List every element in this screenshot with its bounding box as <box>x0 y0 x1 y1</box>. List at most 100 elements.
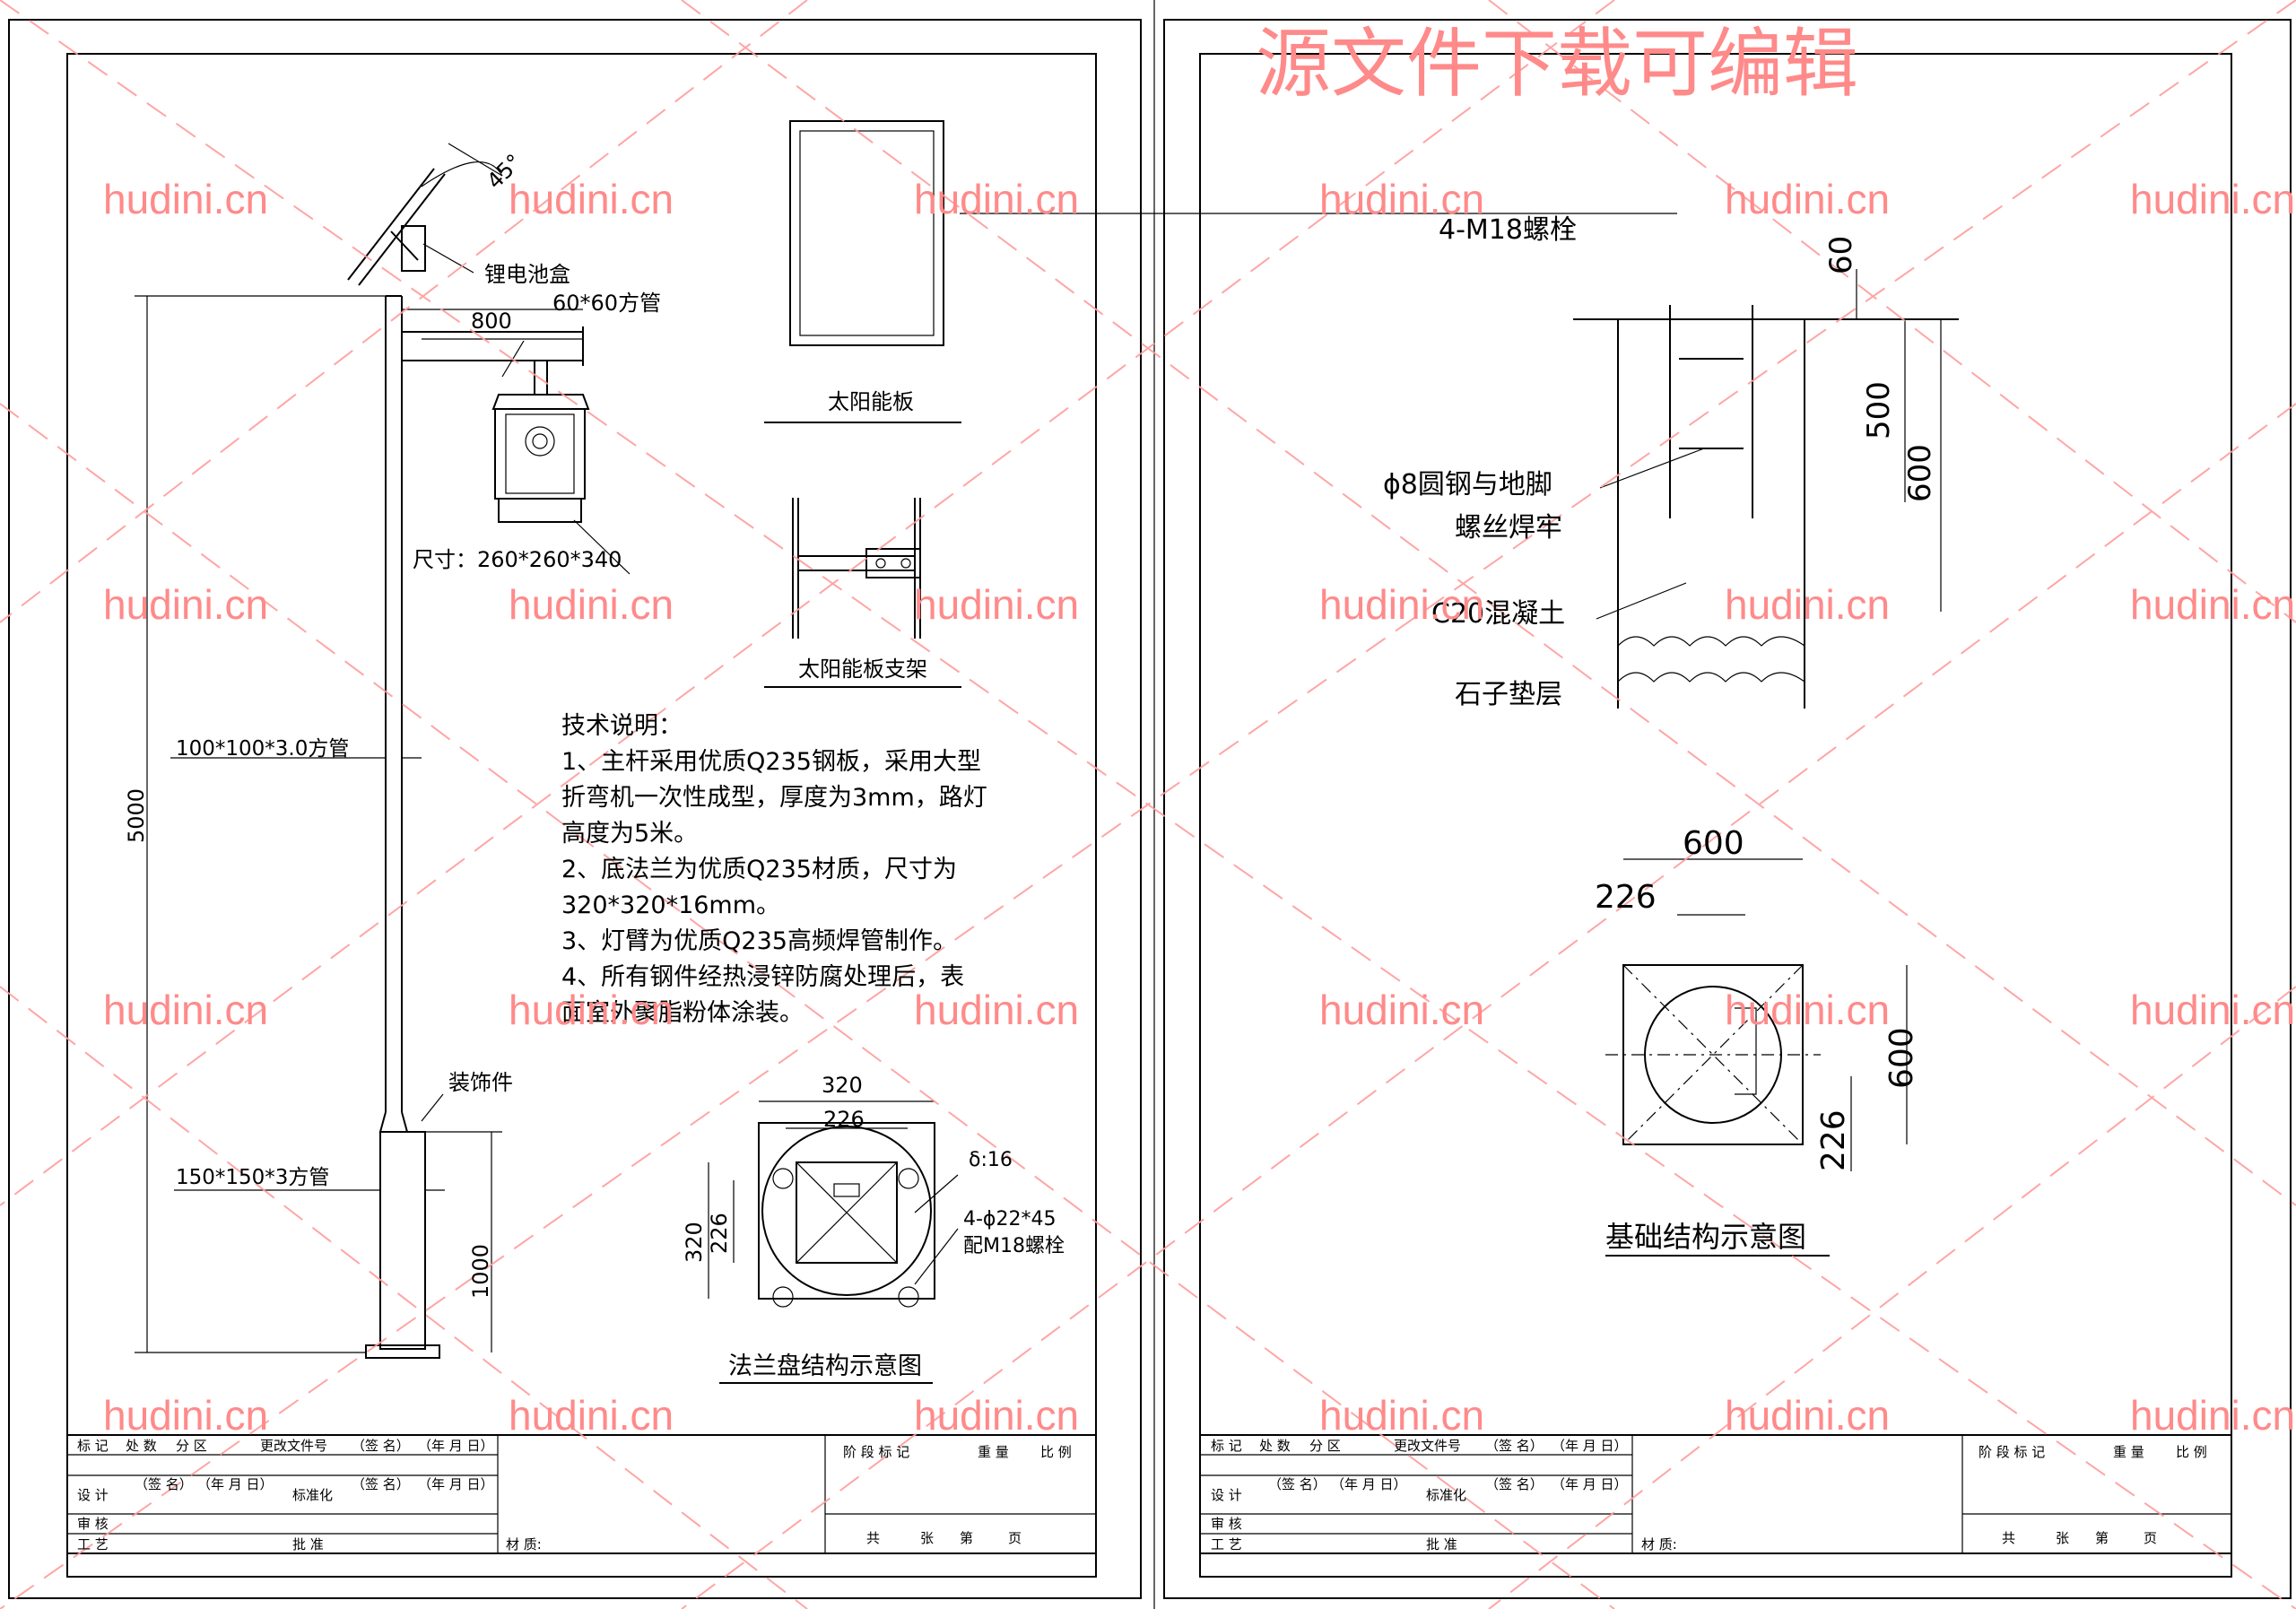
tb-design: 设 计 <box>1211 1487 1242 1503</box>
tb-date: （年 月 日） <box>197 1476 274 1492</box>
note-line: 折弯机一次性成型，厚度为3mm，路灯 <box>561 784 987 812</box>
dim-top: 60 <box>1823 236 1859 274</box>
tb-date: （年 月 日） <box>418 1438 494 1454</box>
tb-design: 设 计 <box>77 1487 109 1503</box>
tb-sheets: 张 <box>2056 1530 2069 1546</box>
tb-review: 审 核 <box>77 1516 109 1532</box>
watermark-banner: 源文件下载可编辑 <box>1256 20 1858 108</box>
tb-date: （年 月 日） <box>1552 1438 1628 1454</box>
sheet2-labels: 4-M18螺栓 60 500 600 ϕ8圆钢与地脚 螺丝焊牢 C20混凝土 石… <box>1383 214 1938 1254</box>
pole-elevation <box>135 143 631 1359</box>
watermark: hudini.cn <box>2130 581 2295 628</box>
technical-notes: 技术说明： 1、主杆采用优质Q235钢板，采用大型 折弯机一次性成型，厚度为3m… <box>561 712 987 1027</box>
note-line: 1、主杆采用优质Q235钢板，采用大型 <box>561 748 981 776</box>
tb-process: 工 艺 <box>1211 1536 1242 1552</box>
arm-length-label: 800 <box>471 309 512 334</box>
watermark: hudini.cn <box>509 176 674 222</box>
tb-sign: （签 名） <box>352 1476 410 1492</box>
tb-material: 材 质: <box>506 1536 542 1552</box>
arm-tube-label: 60*60方管 <box>552 291 661 316</box>
flange-plan <box>708 1100 959 1384</box>
base-height-label: 1000 <box>468 1244 493 1299</box>
watermark: hudini.cn <box>1319 176 1484 222</box>
watermark: hudini.cn <box>2130 1392 2295 1439</box>
tb-sign: （签 名） <box>1268 1476 1326 1492</box>
tb-count: 处 数 <box>126 1438 157 1454</box>
plan-caption: 基础结构示意图 <box>1605 1220 1806 1254</box>
watermark: hudini.cn <box>103 1392 268 1439</box>
note-line: 2、底法兰为优质Q235材质，尺寸为 <box>561 856 957 883</box>
weld-note-2: 螺丝焊牢 <box>1455 512 1562 544</box>
weld-note-1: ϕ8圆钢与地脚 <box>1383 469 1552 500</box>
flange-thickness: δ:16 <box>969 1149 1013 1171</box>
flange-caption: 法兰盘结构示意图 <box>728 1352 922 1380</box>
title-block-1-text: 标 记 处 数 分 区 更改文件号 （签 名） （年 月 日） （签 名） （年… <box>77 1438 1072 1552</box>
tb-date: （年 月 日） <box>1331 1476 1407 1492</box>
decoration-label: 装饰件 <box>448 1070 513 1095</box>
tb-page: 页 <box>2144 1530 2157 1546</box>
note-line: 技术说明： <box>561 712 683 740</box>
tb-weight: 重 量 <box>2113 1444 2144 1460</box>
bracket-caption: 太阳能板支架 <box>798 657 927 682</box>
watermark: hudini.cn <box>1725 987 1890 1033</box>
watermark: hudini.cn <box>914 581 1079 628</box>
tb-count: 处 数 <box>1259 1438 1291 1454</box>
tb-process: 工 艺 <box>77 1536 109 1552</box>
tb-date: （年 月 日） <box>418 1476 494 1492</box>
lamp-size-label: 尺寸：260*260*340 <box>413 547 622 572</box>
solar-panel-view <box>764 120 961 423</box>
tb-sign: （签 名） <box>1485 1438 1544 1454</box>
watermark: hudini.cn <box>103 987 268 1033</box>
watermark: hudini.cn <box>1725 176 1890 222</box>
tb-stage-mark: 阶 段 标 记 <box>843 1444 909 1460</box>
tb-sheets: 张 <box>920 1530 934 1546</box>
tb-sign: （签 名） <box>352 1438 410 1454</box>
sheet-frames <box>8 0 2292 1609</box>
concrete-label: C20混凝土 <box>1431 598 1565 630</box>
flange-outer-height: 320 <box>682 1222 707 1263</box>
watermark: hudini.cn <box>914 987 1079 1033</box>
flange-outer-width: 320 <box>822 1073 863 1098</box>
flange-holes: 4-ϕ22*45 <box>963 1208 1056 1231</box>
watermark: hudini.cn <box>914 1392 1079 1439</box>
watermark: hudini.cn <box>1725 581 1890 628</box>
watermark: hudini.cn <box>1319 1392 1484 1439</box>
watermark: hudini.cn <box>2130 176 2295 222</box>
watermark: hudini.cn <box>1319 581 1484 628</box>
flange-inner-height: 226 <box>707 1213 732 1254</box>
tb-page-no: 第 <box>960 1530 973 1546</box>
tb-zone: 分 区 <box>176 1438 207 1454</box>
main-pole-label: 100*100*3.0方管 <box>176 737 349 761</box>
tb-sign: （签 名） <box>1485 1476 1544 1492</box>
title-block-2 <box>1199 1434 2232 1554</box>
tb-total: 共 <box>866 1530 880 1546</box>
tb-approve: 批 准 <box>1426 1536 1457 1552</box>
tb-material: 材 质: <box>1641 1536 1677 1552</box>
watermark: hudini.cn <box>1725 1392 1890 1439</box>
note-line: 面室外聚脂粉体涂装。 <box>561 999 804 1027</box>
note-line: 3、灯臂为优质Q235高频焊管制作。 <box>561 927 957 955</box>
tb-stage-mark: 阶 段 标 记 <box>1979 1444 2045 1460</box>
battery-box-label: 锂电池盒 <box>484 262 570 287</box>
tb-scale: 比 例 <box>2176 1444 2207 1460</box>
plan-height: 600 <box>1883 1027 1920 1089</box>
flange-inner-width: 226 <box>823 1107 865 1132</box>
note-line: 4、所有钢件经热浸锌防腐处理后，表 <box>561 963 964 991</box>
watermark: hudini.cn <box>103 581 268 628</box>
tb-review: 审 核 <box>1211 1516 1242 1532</box>
tb-change-doc: 更改文件号 <box>260 1438 327 1454</box>
tb-zone: 分 区 <box>1309 1438 1341 1454</box>
dim-500: 500 <box>1861 381 1897 439</box>
bolt-label: 4-M18螺栓 <box>1439 214 1577 246</box>
title-block-2-text: 标 记 处 数 分 区 更改文件号 （签 名） （年 月 日） （签 名） （年… <box>1211 1438 2207 1552</box>
watermark: hudini.cn <box>1319 987 1484 1033</box>
tb-mark: 标 记 <box>77 1438 109 1454</box>
tb-page-no: 第 <box>2095 1530 2109 1546</box>
tb-mark: 标 记 <box>1211 1438 1242 1454</box>
watermark: hudini.cn <box>509 987 674 1033</box>
plan-width: 600 <box>1683 825 1744 862</box>
tb-standard: 标准化 <box>1426 1487 1466 1503</box>
tb-approve: 批 准 <box>292 1536 324 1552</box>
flange-bolts: 配M18螺栓 <box>963 1235 1065 1257</box>
